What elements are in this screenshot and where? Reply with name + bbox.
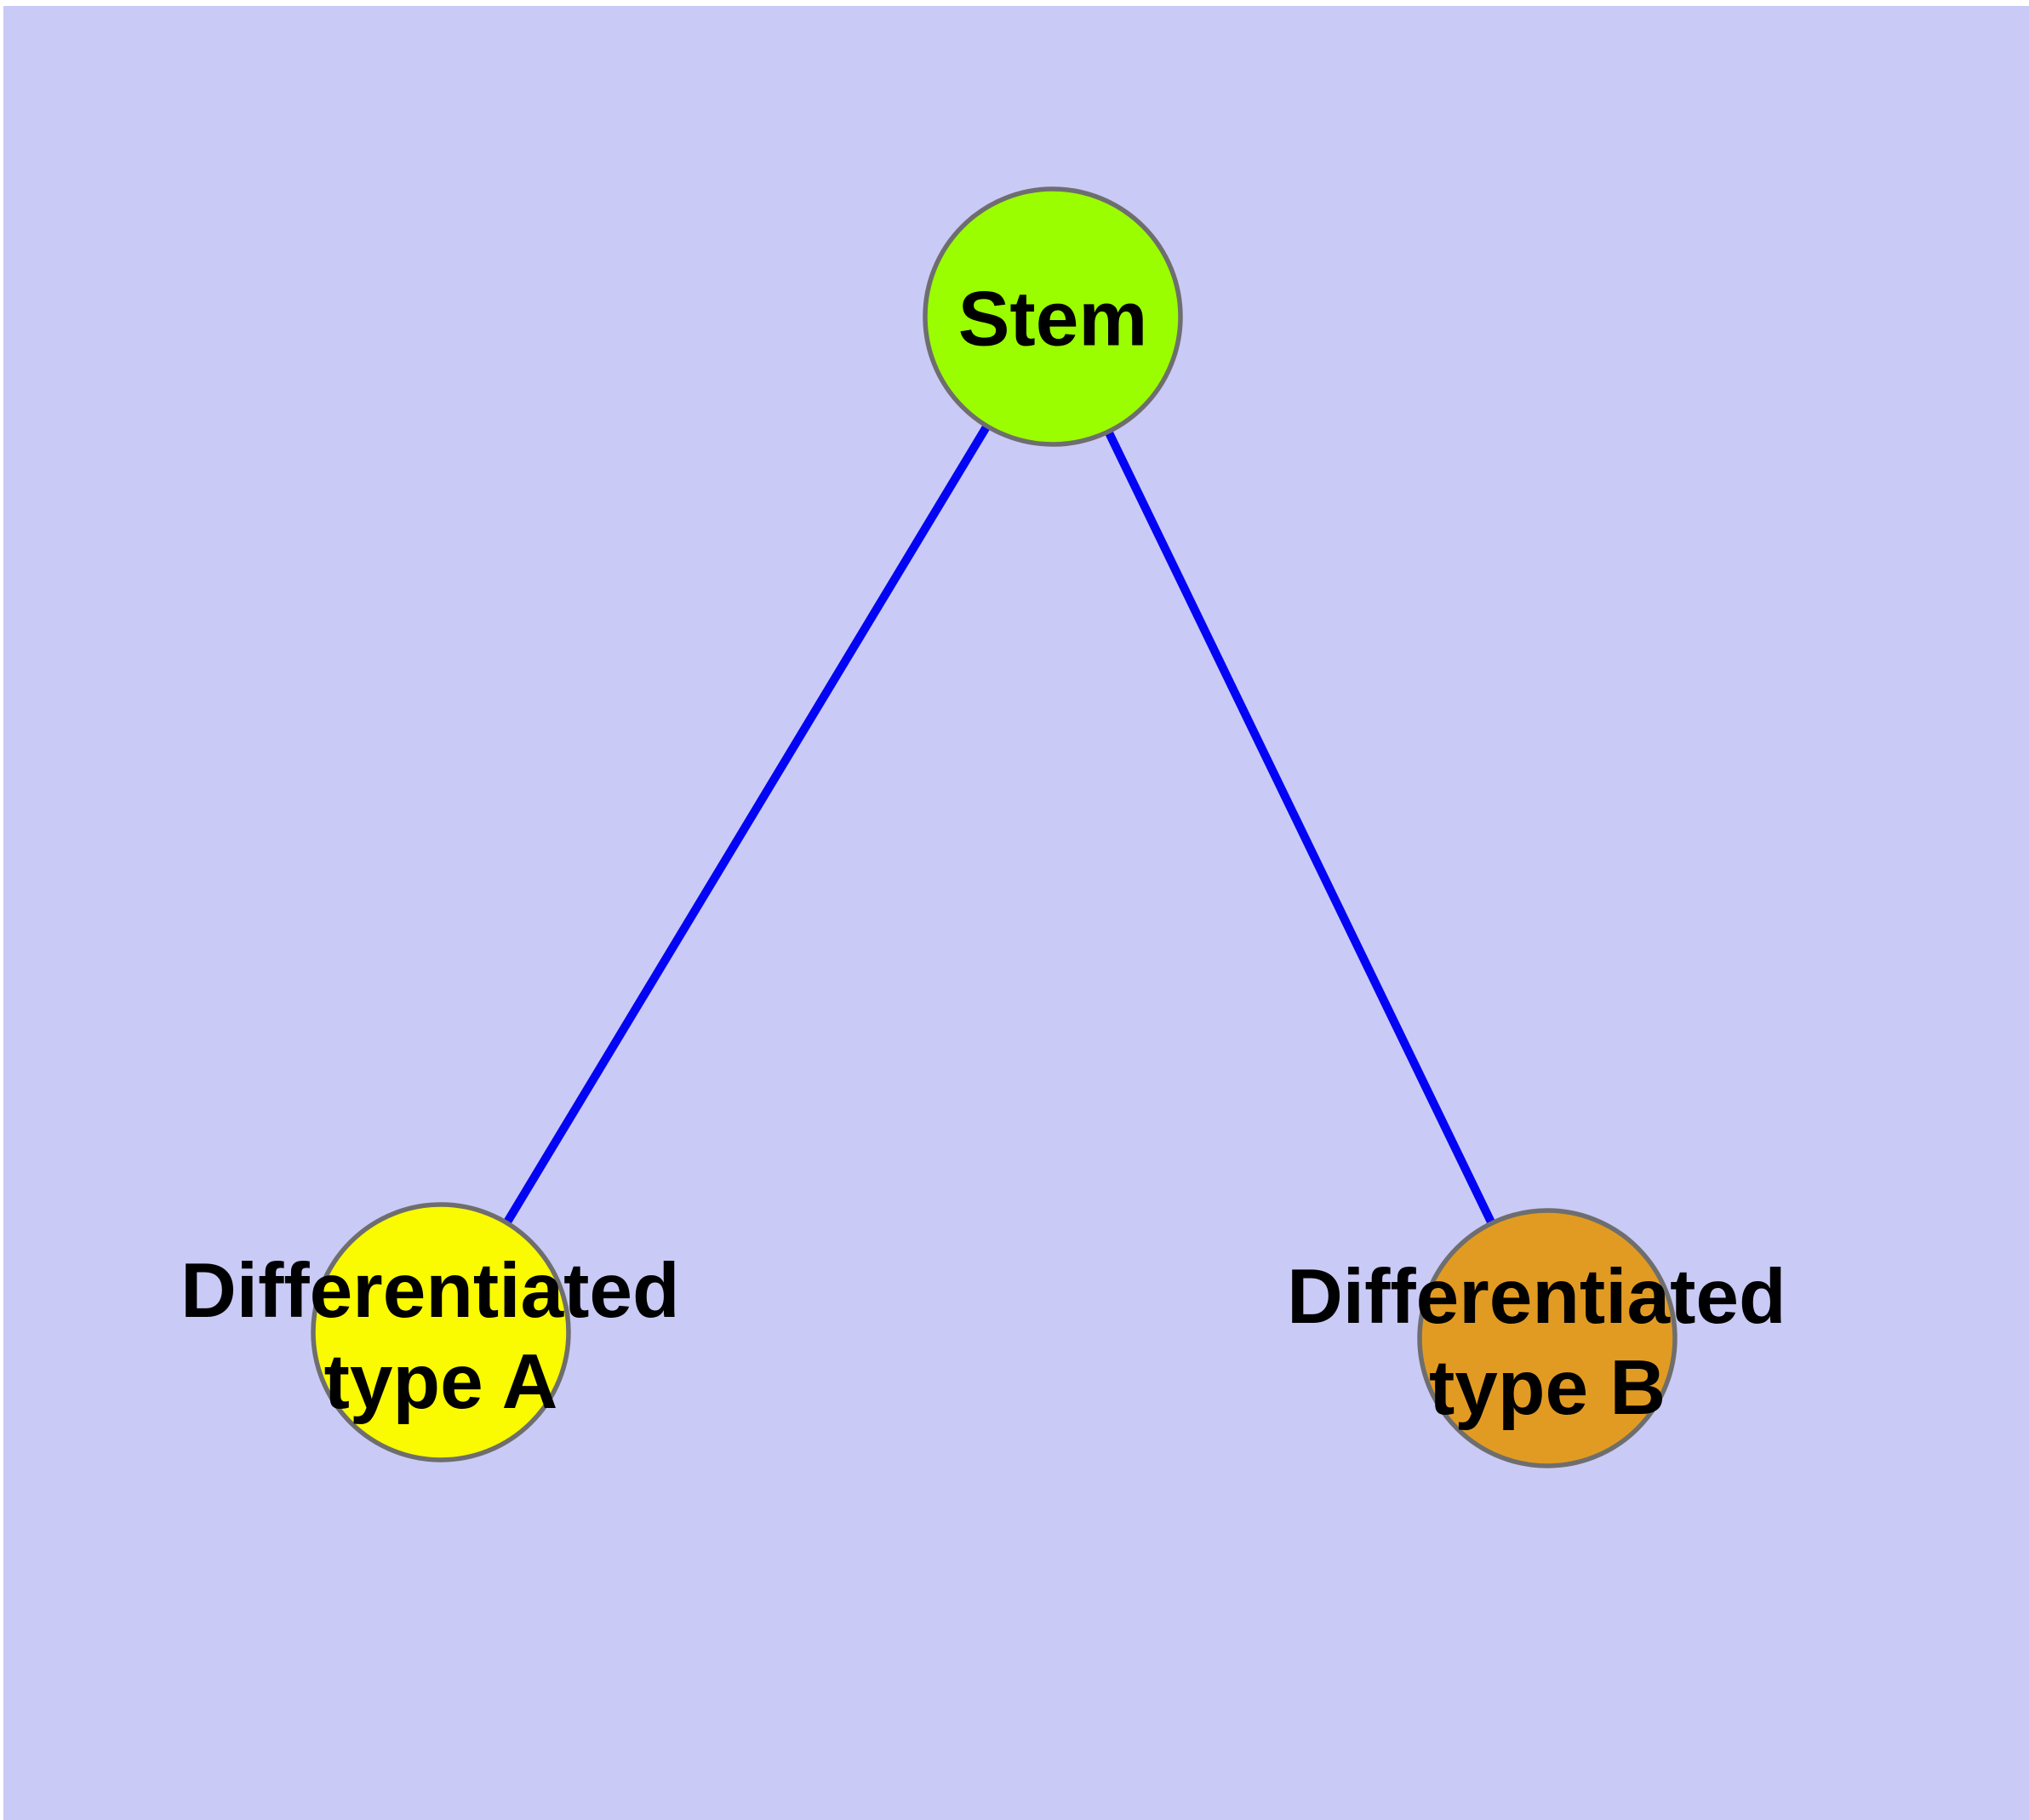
node-label-stem: Stem (958, 277, 1148, 363)
node-differentiated-type-b (1417, 1208, 1677, 1468)
node-label-type-a-line-1: Differentiated (180, 1248, 680, 1334)
edge-stem-to-differentiated-type-b (1049, 314, 1552, 1341)
node-label-type-a-line-2: type A (324, 1339, 558, 1425)
node-stem (923, 186, 1183, 447)
node-label-differentiated-type-a: Differentiated type A (180, 1248, 701, 1425)
node-differentiated-type-a (311, 1202, 571, 1462)
node-label-type-b-line-1: Differentiated (1287, 1254, 1786, 1340)
node-label-stem-line-1: Stem (958, 277, 1148, 363)
node-label-type-b-line-2: type B (1429, 1345, 1666, 1431)
node-label-differentiated-type-b: Differentiated type B (1287, 1254, 1808, 1431)
edge-stem-to-differentiated-type-a (437, 314, 1057, 1335)
